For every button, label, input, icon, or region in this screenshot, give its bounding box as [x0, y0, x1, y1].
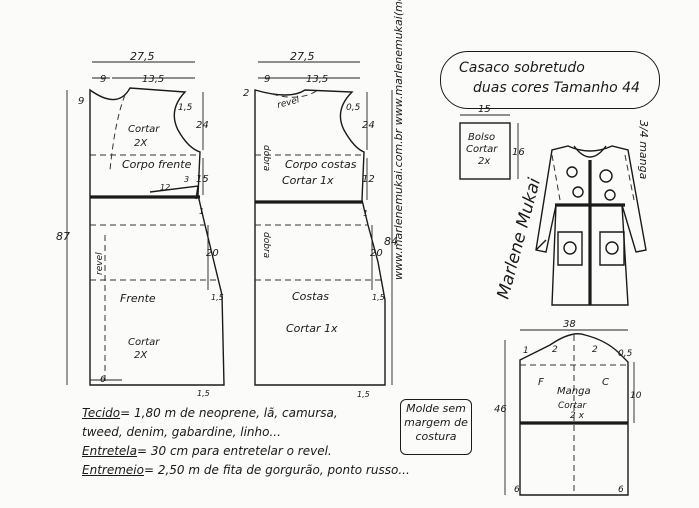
- back-armhole-side: 0,5: [346, 103, 361, 113]
- sleeve-width: 38: [563, 319, 576, 330]
- back-shoulder-right: 13,5: [306, 74, 328, 85]
- website-text: www.marlenemukai.com.br www.marlenemukai…: [392, 0, 405, 280]
- back-label: Costas: [292, 290, 329, 303]
- sleeve-cap-left: 1: [523, 346, 529, 356]
- back-fold-label-bottom: dobra: [261, 232, 271, 258]
- sleeve-label1: Manga: [557, 386, 591, 397]
- coat-illustration: [535, 145, 647, 306]
- sleeve-back-mark: C: [602, 377, 609, 388]
- molde-line3: costura: [415, 430, 457, 443]
- interfacing-text: = 30 cm para entretelar o revel.: [136, 444, 332, 458]
- molde-line2: margem de: [404, 416, 468, 429]
- front-pattern-piece: [66, 61, 225, 386]
- sleeve-label3: 2 x: [570, 411, 585, 421]
- title-line2: duas cores Tamanho 44: [473, 80, 640, 96]
- pocket-width: 15: [478, 104, 491, 115]
- front-top-width: 27,5: [130, 50, 155, 63]
- front-hem-left: 6: [100, 375, 106, 385]
- back-body-label: Corpo costas: [285, 158, 357, 171]
- front-revel-label: revel: [95, 252, 105, 275]
- back-height-hip: 20: [370, 248, 383, 259]
- back-pattern-piece: [254, 61, 393, 386]
- front-cut-top: Cortar: [128, 124, 160, 135]
- seam-allowance-note: Molde sem margem de costura: [400, 399, 472, 455]
- front-total-height: 87: [56, 230, 70, 243]
- trim-note: Entremeio= 2,50 m de fita de gorgurão, p…: [82, 461, 410, 480]
- pocket-label2: Cortar: [466, 144, 498, 155]
- back-total-height: 84: [384, 235, 398, 248]
- interfacing-label: Entretela: [82, 444, 137, 458]
- back-hem-right: 1,5: [357, 390, 370, 399]
- pocket-pattern-piece: [459, 114, 519, 180]
- front-body-label: Corpo frente: [122, 158, 192, 171]
- trim-text: = 2,50 m de fita de gorgurão, ponto russ…: [143, 463, 410, 477]
- sleeve-hem-left: 6: [514, 485, 520, 495]
- front-shoulder-left: 9: [100, 74, 106, 85]
- molde-line1: Molde sem: [406, 402, 466, 415]
- pocket-label3: 2x: [478, 156, 490, 167]
- front-waist-extra: 1: [199, 207, 204, 216]
- front-hem-right: 1,5: [197, 389, 210, 398]
- fabric-note: Tecido= 1,80 m de neoprene, lã, camursa,: [82, 404, 410, 423]
- front-height-hip: 20: [206, 248, 219, 259]
- front-dart-a: 3: [184, 175, 189, 184]
- sleeve-spec: 3/4 manga: [637, 120, 650, 180]
- front-side-out: 1,5: [211, 293, 224, 302]
- title-line1: Casaco sobretudo: [459, 60, 585, 76]
- back-body-cut: Cortar 1x: [282, 174, 334, 187]
- front-dart-b: 12: [160, 183, 170, 192]
- back-top-width: 27,5: [290, 50, 315, 63]
- back-height-mid: 12: [362, 174, 375, 185]
- front-neck-depth: 9: [78, 96, 84, 107]
- back-shoulder-left: 9: [264, 74, 270, 85]
- front-label: Frente: [120, 292, 156, 305]
- sleeve-label2: Cortar: [558, 401, 588, 411]
- pocket-label1: Bolso: [468, 132, 495, 143]
- front-cut-bottom-qty: 2X: [134, 350, 148, 361]
- sleeve-cap-mid-right: 2: [592, 345, 598, 355]
- sleeve-front-mark: F: [538, 377, 544, 388]
- back-side-out: 1,5: [372, 293, 385, 302]
- sleeve-cap-right: 0,5: [618, 349, 633, 359]
- title-bubble: Casaco sobretudo duas cores Tamanho 44: [440, 51, 660, 109]
- front-armhole-side: 1,5: [178, 103, 193, 113]
- back-revel-label: revel: [276, 95, 301, 111]
- back-neck-depth: 2: [243, 88, 249, 99]
- front-cut-bottom: Cortar: [128, 337, 160, 348]
- sleeve-pattern-piece: [504, 329, 635, 496]
- back-cut-label: Cortar 1x: [286, 322, 338, 335]
- pocket-height: 16: [512, 147, 525, 158]
- fabric-note-2: tweed, denim, gabardine, linho...: [82, 425, 281, 439]
- fabric-label: Tecido: [82, 406, 121, 420]
- front-shoulder-right: 13,5: [142, 74, 164, 85]
- trim-label: Entremeio: [82, 463, 144, 477]
- sleeve-height: 46: [494, 404, 507, 415]
- sleeve-cap-mid: 2: [552, 345, 558, 355]
- back-height-top: 24: [362, 120, 375, 131]
- back-fold-label-top: dobra: [261, 145, 271, 171]
- material-notes: Tecido= 1,80 m de neoprene, lã, camursa,…: [82, 404, 410, 480]
- fabric-text: = 1,80 m de neoprene, lã, camursa,: [120, 406, 338, 420]
- front-height-top: 24: [196, 120, 209, 131]
- front-height-mid: 15: [196, 174, 209, 185]
- front-cut-top-qty: 2X: [134, 138, 148, 149]
- sleeve-upper: 10: [630, 391, 642, 401]
- back-waist-extra: 1: [363, 209, 368, 218]
- sleeve-hem-right: 6: [618, 485, 624, 495]
- interfacing-note: Entretela= 30 cm para entretelar o revel…: [82, 442, 410, 461]
